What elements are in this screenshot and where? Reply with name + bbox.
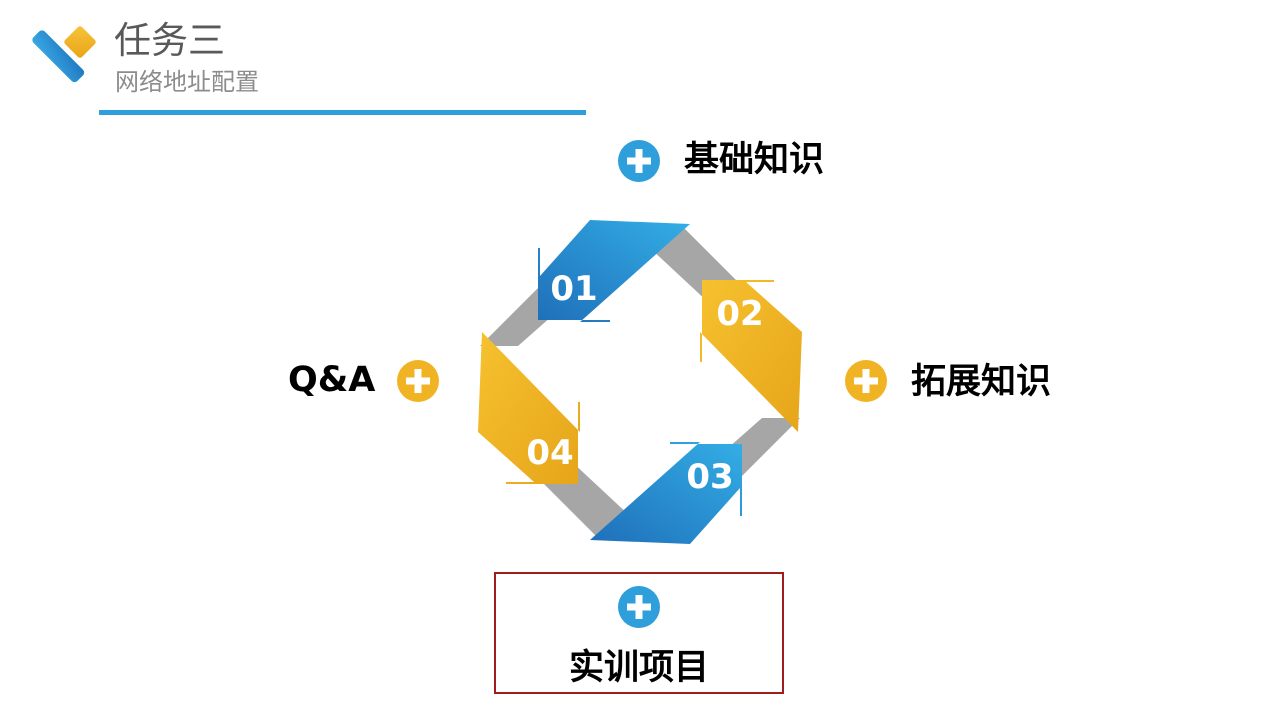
menu-item-label: 基础知识	[684, 140, 825, 180]
plus-circle-icon	[618, 140, 660, 182]
menu-item-label: 实训项目	[568, 648, 709, 688]
cycle-step-01-number: 01	[550, 269, 597, 309]
cycle-arrow-01	[538, 220, 690, 322]
plus-circle-icon	[618, 586, 660, 628]
cycle-step-03-number: 03	[686, 457, 733, 497]
menu-item-extended-knowledge[interactable]: 拓展知识	[845, 360, 1075, 408]
cycle-step-02-number: 02	[716, 294, 763, 334]
cycle-step-04-number: 04	[526, 433, 573, 473]
cycle-arrow-03	[590, 442, 742, 544]
menu-item-training-project[interactable]: 实训项目	[494, 572, 784, 694]
page-title: 任务三	[114, 19, 225, 62]
plus-circle-icon	[845, 360, 887, 402]
cycle-arrow-04	[478, 332, 580, 484]
page-subtitle: 网络地址配置	[115, 68, 259, 96]
menu-item-basic-knowledge[interactable]: 基础知识	[618, 140, 848, 184]
menu-item-label: 拓展知识	[911, 362, 1052, 402]
cycle-arrow-02	[700, 280, 802, 432]
menu-item-label: Q&A	[288, 360, 376, 400]
menu-item-qa[interactable]: Q&A	[286, 358, 442, 406]
plus-circle-icon	[397, 360, 439, 402]
logo-icon	[32, 26, 96, 83]
cycle-diagram: 01 02 03 04	[478, 220, 802, 544]
header-divider	[99, 110, 586, 115]
